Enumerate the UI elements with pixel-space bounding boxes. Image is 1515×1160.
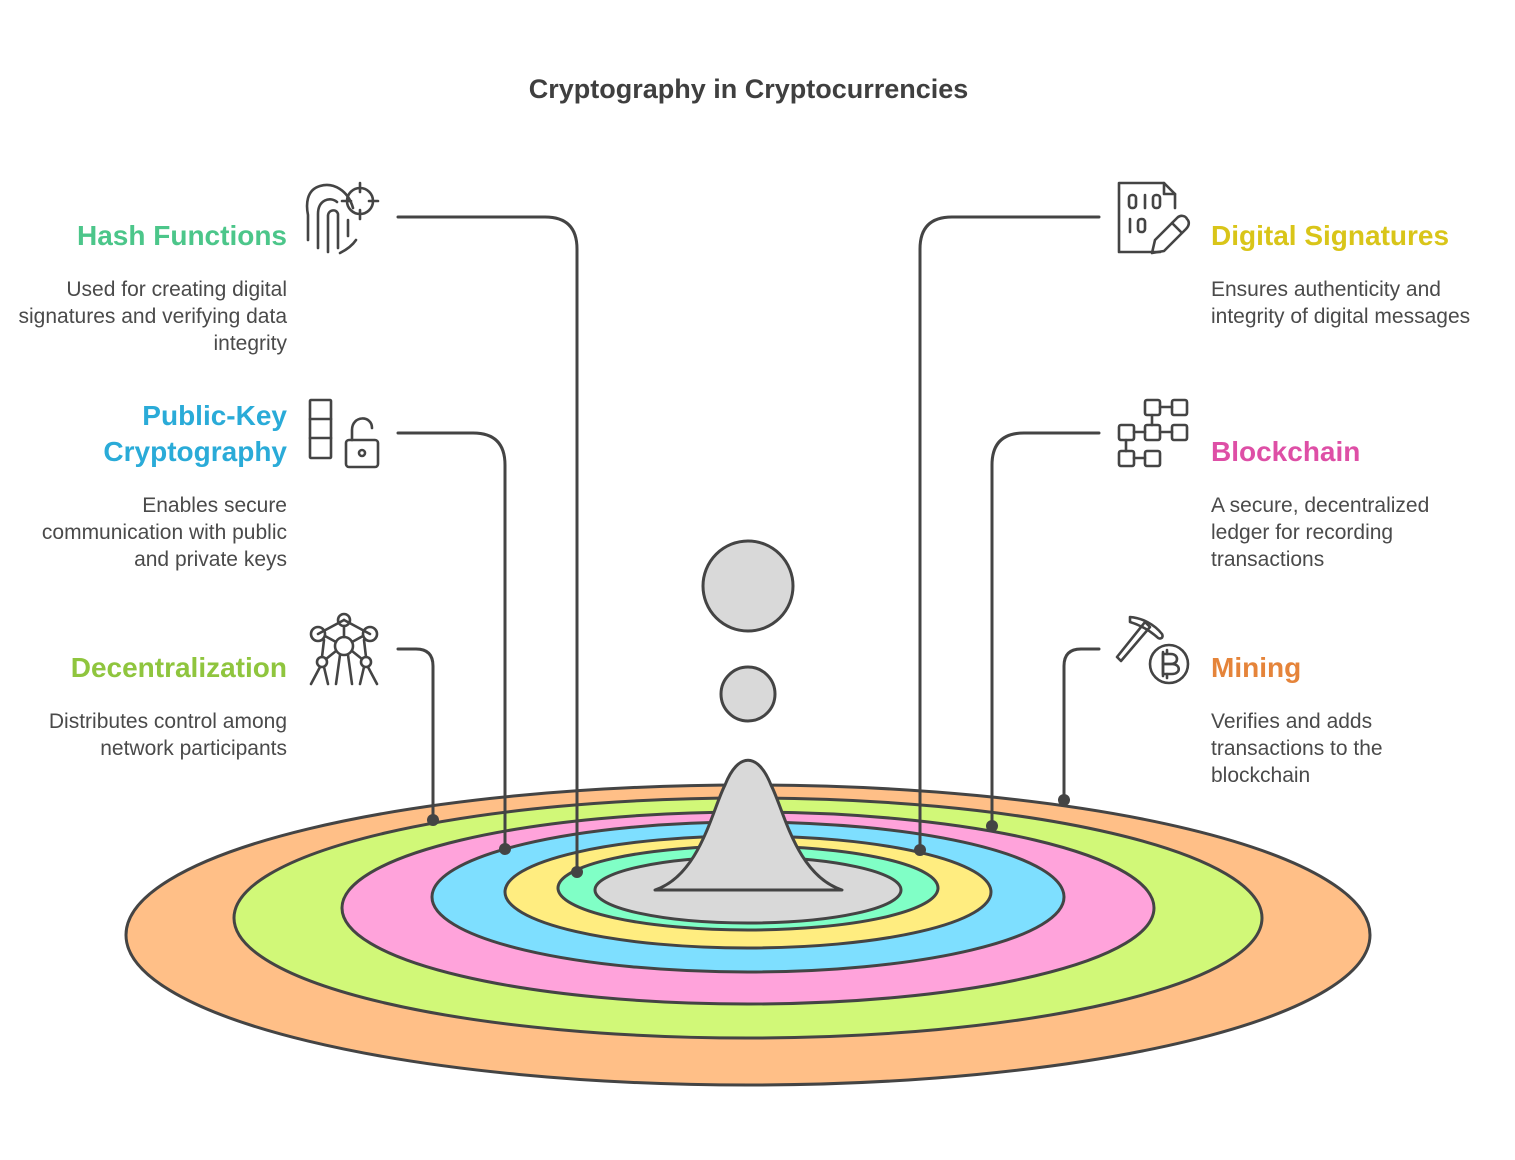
heading-hash-functions: Hash Functions (76, 220, 287, 251)
connector-dot-decentralization (427, 814, 439, 826)
connector-blockchain (990, 431, 1101, 828)
connector-dot-blockchain (986, 820, 998, 832)
desc-hash-functions: Used for creating digital signatures and… (18, 278, 288, 355)
block-chain-icon (1117, 398, 1189, 468)
connector-dot-hash (571, 866, 583, 878)
desc-decentralization: Distributes control among network partic… (48, 710, 287, 760)
desc-public-key: Enables secure communication with public… (41, 494, 287, 571)
page-title: Cryptography in Cryptocurrencies (528, 74, 969, 104)
connector-hash (396, 215, 579, 874)
connector-mining (1062, 647, 1101, 802)
key-lock-icon (308, 398, 380, 469)
heading-decentralization: Decentralization (70, 652, 287, 683)
fingerprint-target-icon (305, 181, 380, 255)
connector-signatures (918, 215, 1101, 852)
connector-dot-public-key (499, 843, 511, 855)
binary-document-pen-icon (1117, 181, 1191, 255)
heading-public-key-line2: Cryptography (103, 436, 287, 467)
connector-dot-mining (1058, 794, 1070, 806)
heading-public-key: Public-Key Cryptography (103, 398, 287, 470)
connector-public-key (396, 431, 507, 851)
desc-mining: Verifies and adds transactions to the bl… (1211, 710, 1383, 787)
droplet-small (719, 665, 777, 723)
heading-digital-signatures: Digital Signatures (1211, 220, 1450, 251)
connector-dot-signatures (914, 844, 926, 856)
desc-blockchain: A secure, decentralized ledger for recor… (1211, 494, 1430, 571)
heading-public-key-line1: Public-Key (142, 400, 287, 431)
pickaxe-bitcoin-icon (1115, 615, 1190, 685)
heading-blockchain: Blockchain (1211, 436, 1361, 467)
splash-peak (653, 758, 844, 892)
droplet-large (701, 539, 795, 633)
connector-decentralization (396, 647, 435, 822)
desc-digital-signatures: Ensures authenticity and integrity of di… (1211, 278, 1471, 328)
heading-mining: Mining (1211, 652, 1302, 683)
network-atom-icon (309, 612, 379, 686)
